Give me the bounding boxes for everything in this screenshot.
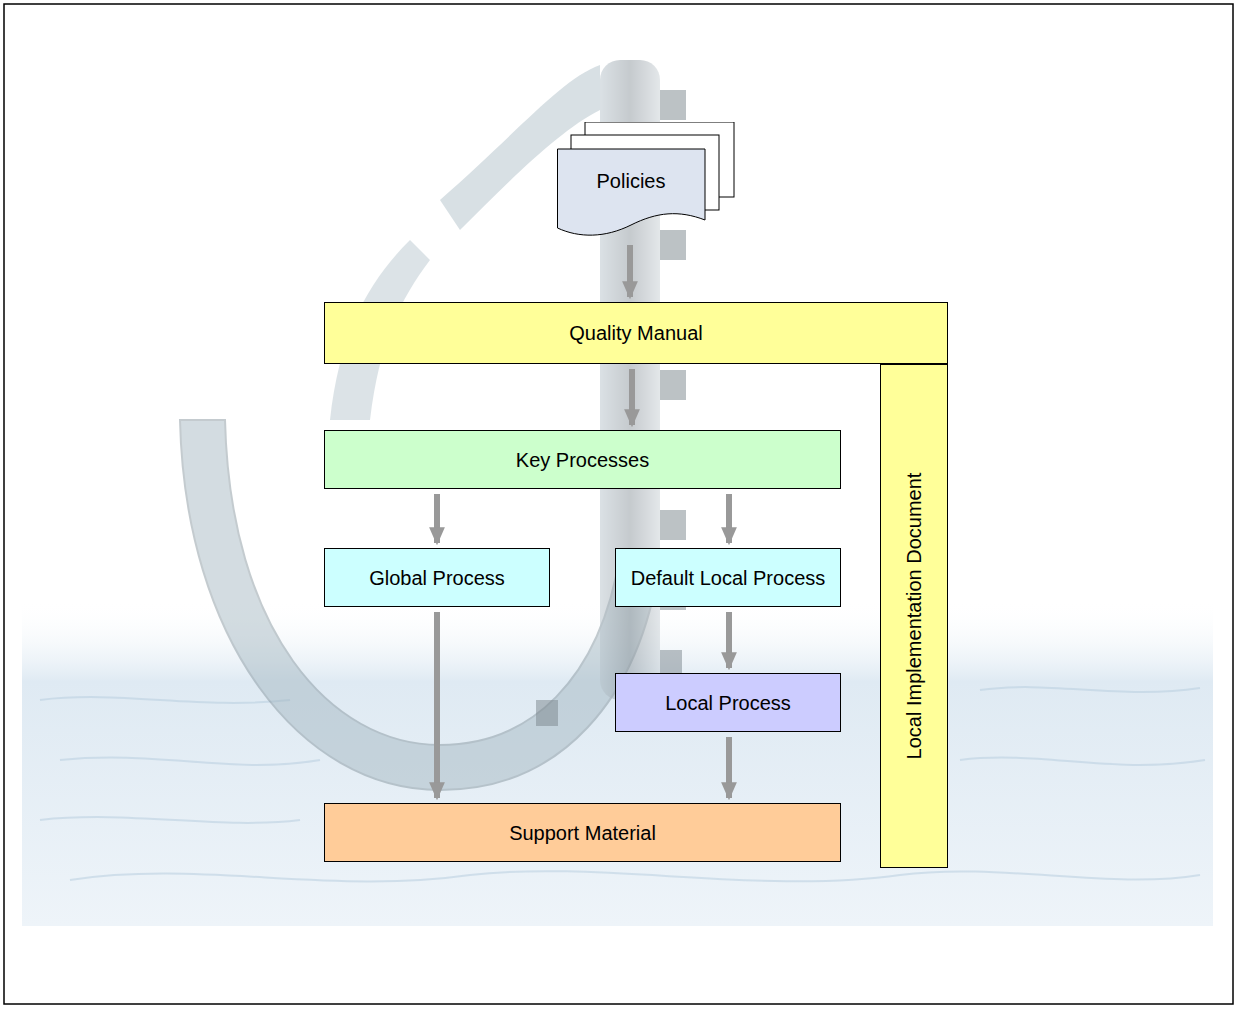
node-label: Local Implementation Document — [902, 473, 926, 760]
flow-arrow — [434, 612, 440, 798]
global-process-box: Global Process — [324, 548, 550, 607]
node-label: Policies — [597, 169, 666, 193]
flow-arrow — [726, 612, 732, 668]
frame — [4, 4, 1233, 1004]
flow-arrow — [627, 245, 633, 297]
quality-manual: Quality Manual — [324, 302, 948, 364]
document-face: Policies — [557, 149, 705, 213]
local-process-box: Local Process — [615, 673, 841, 732]
front-page — [558, 149, 706, 235]
key-processes-box: Key Processes — [324, 430, 841, 489]
flow-arrow — [629, 369, 635, 425]
policy-documents: Policies — [557, 122, 735, 240]
flow-arrow — [726, 494, 732, 543]
node-label: Global Process — [369, 566, 505, 590]
node-label: Default Local Process — [631, 566, 826, 590]
support-material-box: Support Material — [324, 803, 841, 862]
node-label: Key Processes — [516, 448, 649, 472]
flow-arrow — [434, 494, 440, 543]
default-local-process-box: Default Local Process — [615, 548, 841, 607]
node-label: Support Material — [509, 821, 656, 845]
flow-arrow — [726, 737, 732, 798]
node-label: Local Process — [665, 691, 791, 715]
node-label: Quality Manual — [569, 321, 702, 345]
local-implementation-band: Local Implementation Document — [880, 364, 948, 868]
